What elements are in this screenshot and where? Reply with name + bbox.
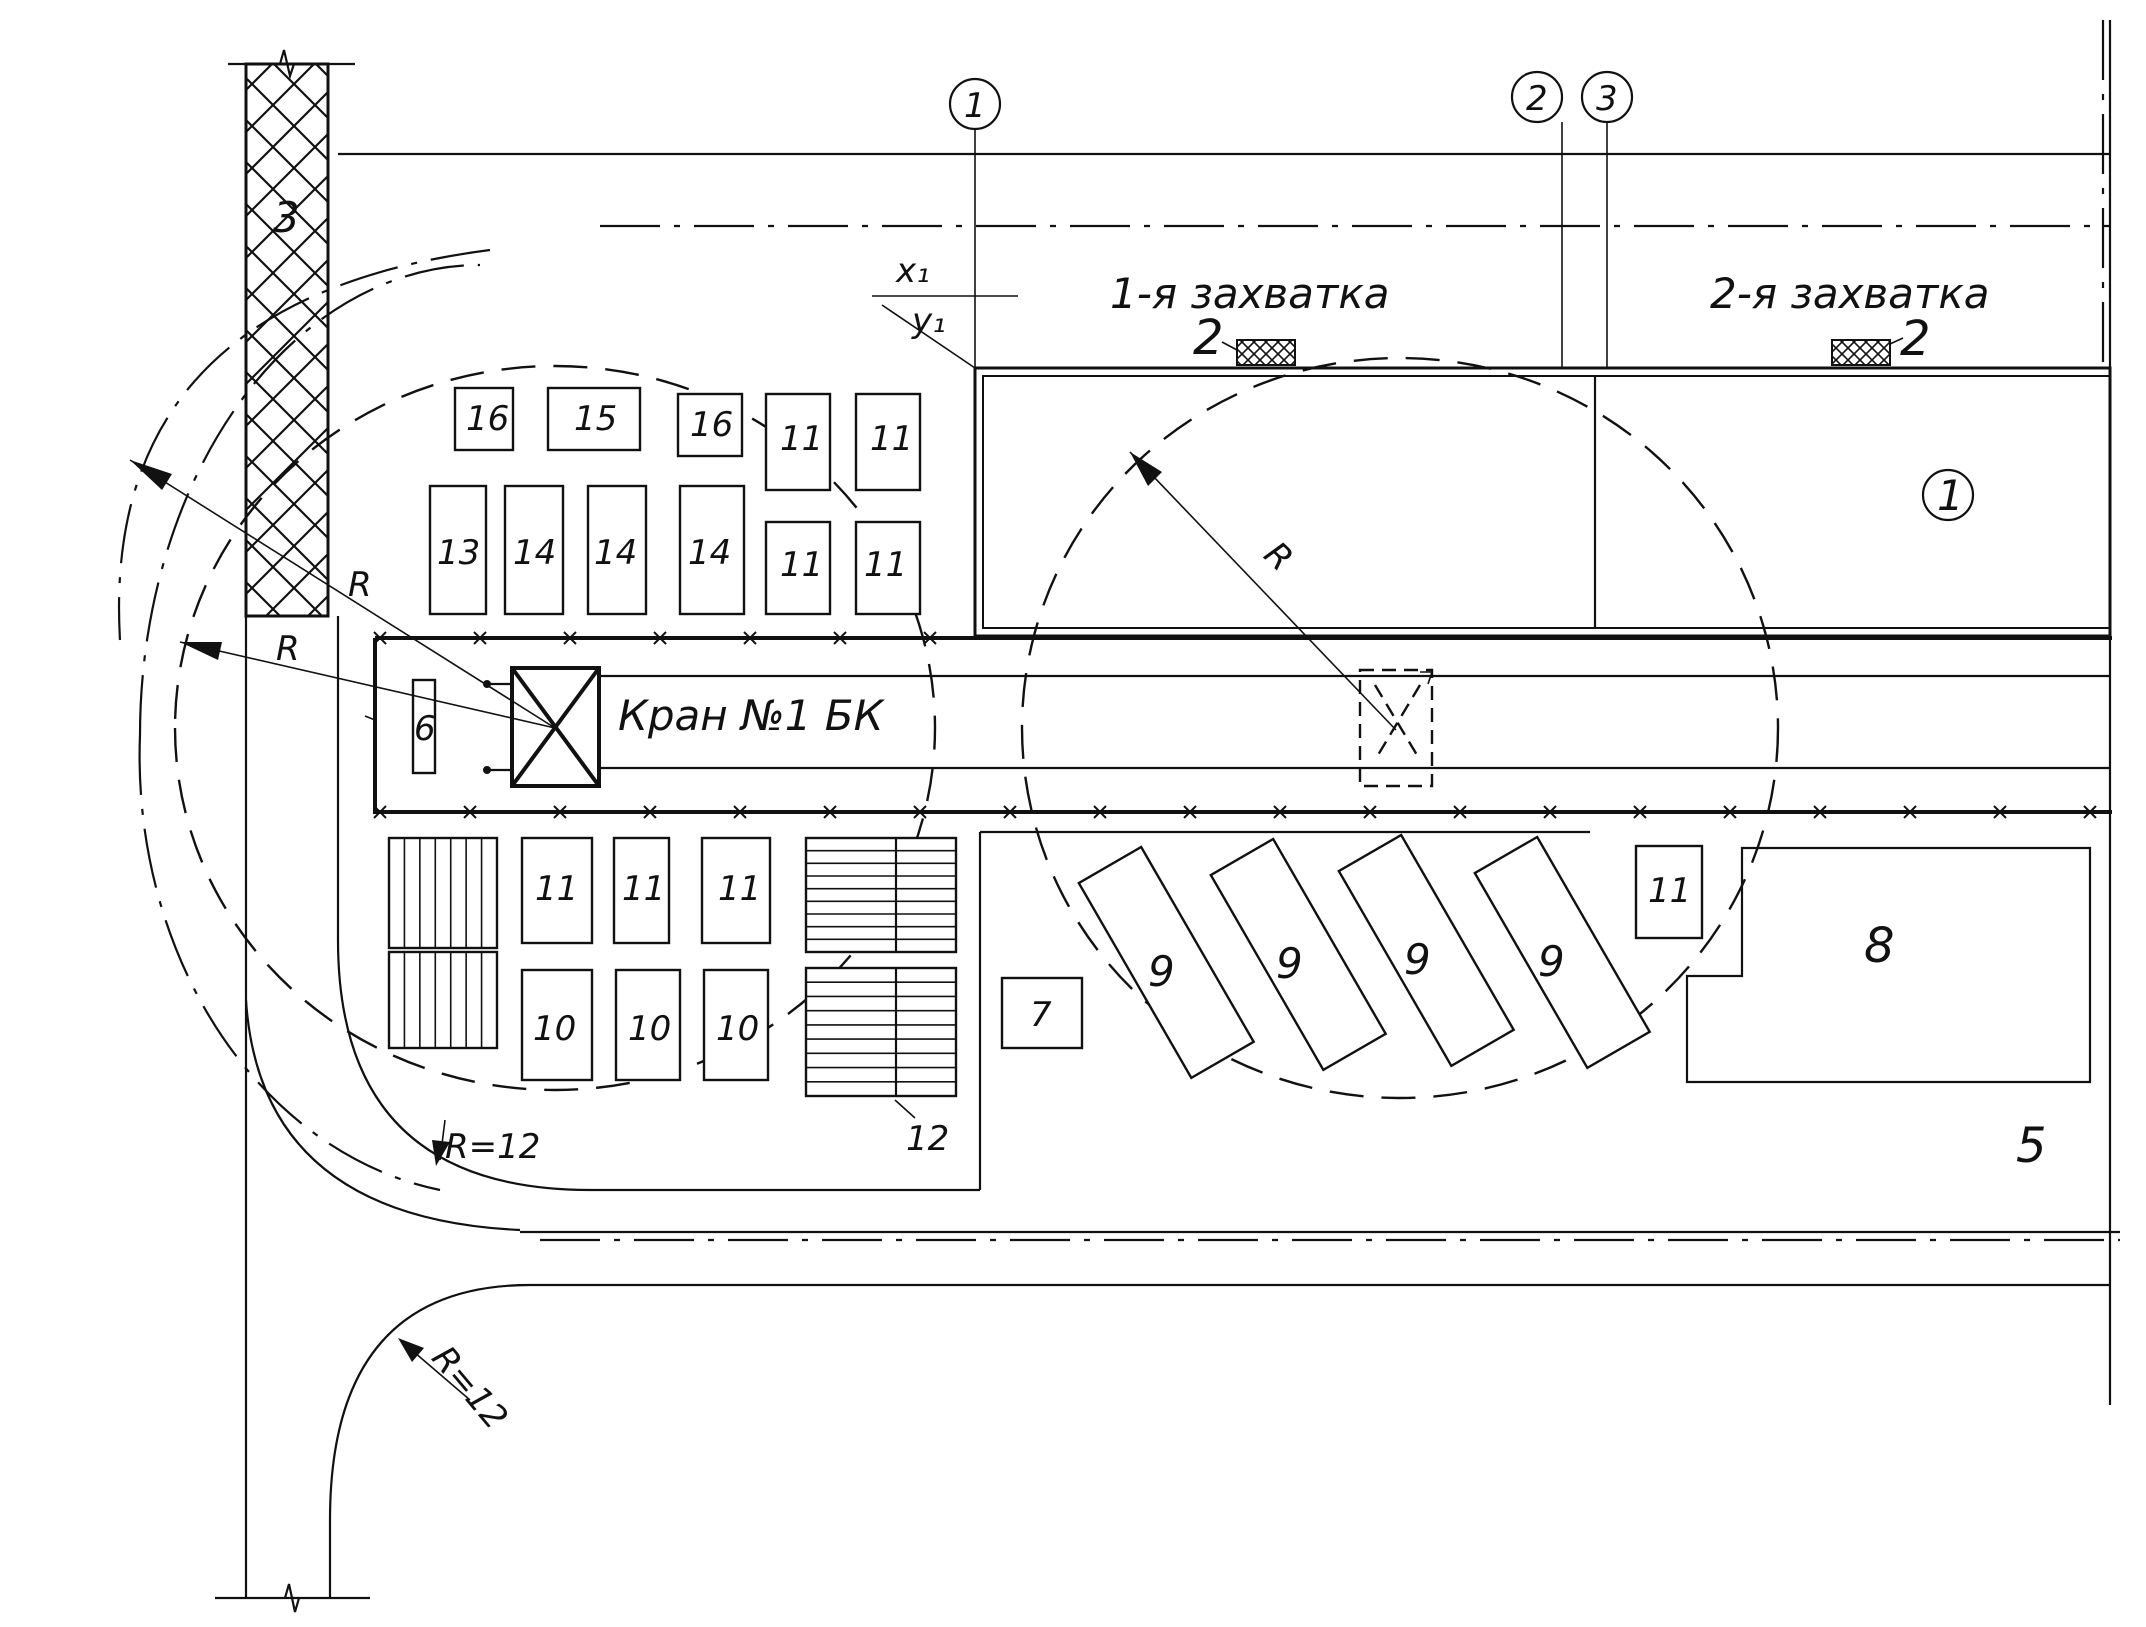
track-tick: [1723, 805, 1737, 819]
building-mark: 1: [1937, 471, 1964, 520]
storage-upper: 16 15 16 11 11 13 14 14 14 11 11: [428, 386, 922, 616]
mark-13: 13: [437, 533, 480, 573]
track-tick: [1903, 805, 1917, 819]
track-tick: [1093, 805, 1107, 819]
track-tick: [463, 805, 477, 819]
mark-9a: 9: [1148, 947, 1175, 996]
radius-label-2: R: [276, 629, 300, 669]
mark-14b: 14: [594, 533, 637, 573]
mark-16b: 16: [690, 405, 733, 445]
crane: Кран №1 БК: [483, 666, 1434, 788]
radius-r12-2: R=12: [423, 1339, 515, 1438]
mark-10b: 10: [628, 1009, 671, 1049]
track-ticks: [373, 631, 2097, 819]
mark-11h: 11: [1648, 871, 1691, 911]
track-tick: [553, 805, 567, 819]
mark-9c: 9: [1404, 935, 1431, 984]
axis-3: 3: [1596, 79, 1618, 119]
mark-12: 12: [906, 1119, 949, 1159]
fence: 3: [228, 49, 355, 618]
mark-16a: 16: [466, 399, 509, 439]
crane-label: Кран №1 БК: [618, 691, 886, 740]
coord-x: x₁: [895, 251, 930, 291]
mark-7: 7: [1030, 995, 1052, 1035]
track-tick: [373, 805, 387, 819]
coord-y: y₁: [911, 301, 946, 341]
track-tick: [653, 631, 667, 645]
track-tick: [743, 631, 757, 645]
track-tick: [373, 631, 387, 645]
track-tick: [643, 805, 657, 819]
zone-1-label: 1-я захватка: [1110, 269, 1389, 318]
mark-14a: 14: [513, 533, 556, 573]
track-tick: [1183, 805, 1197, 819]
fence-mark: 3: [273, 193, 300, 242]
track-tick: [1003, 805, 1017, 819]
track-tick: [1363, 805, 1377, 819]
track-tick: [473, 631, 487, 645]
mark-2-left: 2: [1193, 310, 1224, 366]
mark-11f: 11: [622, 869, 665, 909]
mark-6: 6: [414, 709, 436, 749]
axis-2: 2: [1526, 79, 1548, 119]
mark-9d: 9: [1538, 937, 1565, 986]
track-tick: [833, 631, 847, 645]
track-tick: [1273, 805, 1287, 819]
storage-right: 11 8 5: [1634, 844, 2092, 1174]
mark-11c: 11: [780, 545, 823, 585]
track-tick: [733, 805, 747, 819]
mark-11g: 11: [718, 869, 761, 909]
track-tick: [1633, 805, 1647, 819]
storage-lower: 11 11 11 10 10 10 12 7: [387, 830, 1590, 1190]
track-tick: [823, 805, 837, 819]
mark-10c: 10: [716, 1009, 759, 1049]
track-tick: [1813, 805, 1827, 819]
road-mark: 5: [2016, 1118, 2047, 1174]
panels-9: 9 9 9 9: [1077, 833, 1652, 1080]
zone-2-label: 2-я захватка: [1710, 269, 1989, 318]
track-tick: [923, 631, 937, 645]
mark-11e: 11: [535, 869, 578, 909]
mark-11a: 11: [780, 419, 823, 459]
axis-markers: 1 2 3 x₁ y₁: [872, 70, 1634, 369]
track-tick: [1543, 805, 1557, 819]
mark-10a: 10: [533, 1009, 576, 1049]
radius-r12-1: R=12: [445, 1127, 540, 1167]
roads: [215, 20, 2120, 1613]
track-tick: [1453, 805, 1467, 819]
mark-2-right: 2: [1900, 311, 1931, 367]
track-tick: [1993, 805, 2007, 819]
mark-8: 8: [1864, 918, 1895, 974]
axis-1: 1: [964, 86, 986, 126]
track-tick: [913, 805, 927, 819]
mark-9b: 9: [1276, 939, 1303, 988]
track-tick: [563, 631, 577, 645]
track-tick: [2083, 805, 2097, 819]
mark-14c: 14: [688, 533, 731, 573]
crane-track: 6: [364, 631, 2112, 819]
mark-11b: 11: [870, 419, 913, 459]
mark-15: 15: [574, 399, 617, 439]
mark-11d: 11: [864, 545, 907, 585]
radius-label-1: R: [348, 565, 372, 605]
